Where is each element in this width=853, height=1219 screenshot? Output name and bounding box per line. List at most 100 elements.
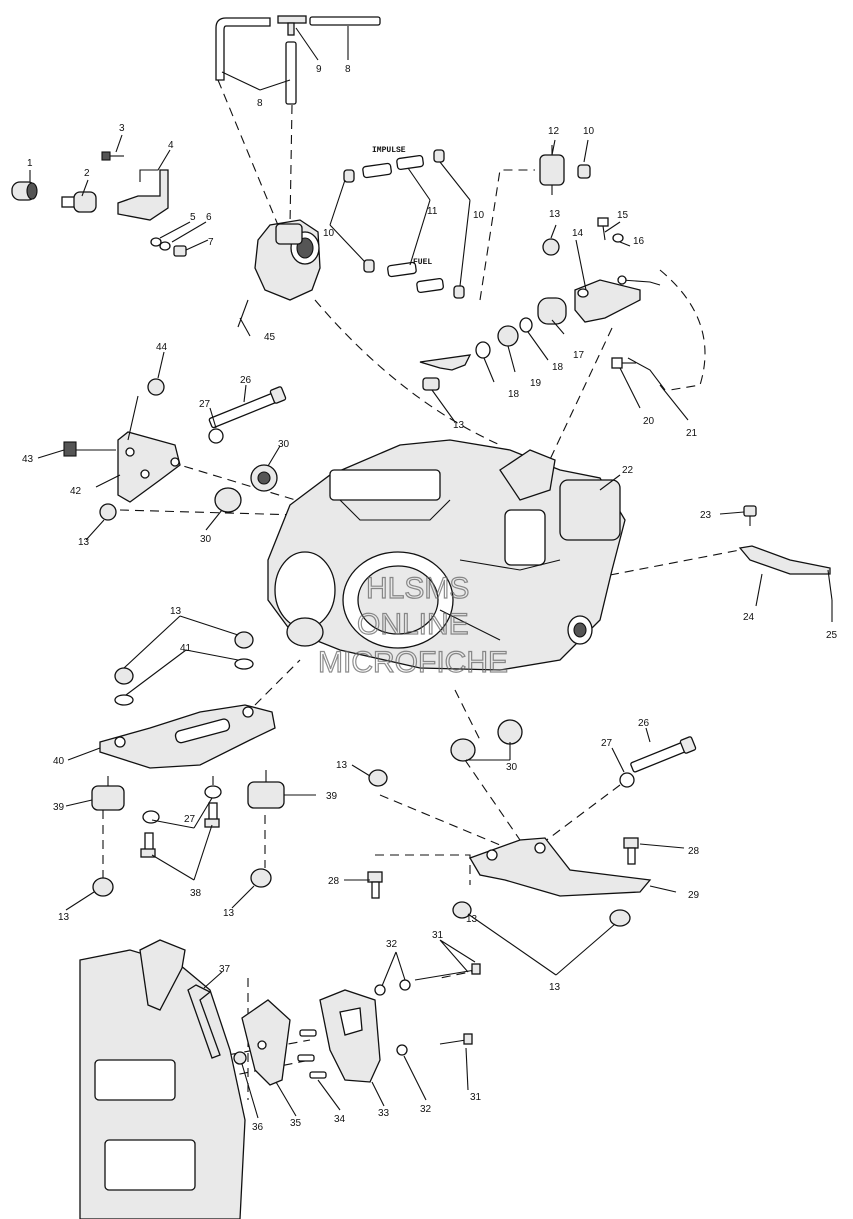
- nut-13-right-mid: [368, 769, 388, 787]
- callout-6: 6: [206, 212, 212, 223]
- callout-13-right-mid: 13: [336, 760, 348, 771]
- engine-bracket-42: [117, 431, 181, 503]
- washer-27-right: [619, 772, 635, 788]
- callout-23: 23: [700, 510, 712, 521]
- pins-34: [297, 1029, 327, 1079]
- vent-hose-elbow: [215, 17, 271, 81]
- callout-1: 1: [27, 158, 33, 169]
- callout-5: 5: [190, 212, 196, 223]
- callout-21: 21: [686, 428, 698, 439]
- bolt-23: [743, 505, 757, 526]
- carb-drain-hose: [237, 299, 249, 328]
- shift-arm-37: [187, 984, 221, 1059]
- callout-7: 7: [208, 237, 214, 248]
- callout-30-upper: 30: [278, 439, 290, 450]
- callout-4: 4: [168, 140, 174, 151]
- bolt-31-lower: [439, 1033, 473, 1045]
- shift-lever-24: [738, 545, 831, 575]
- impulse-label: IMPULSE: [372, 146, 406, 155]
- rubber-mount-39-left: [91, 776, 125, 811]
- nuts-13-lower-right: [452, 901, 631, 927]
- callout-24: 24: [743, 612, 755, 623]
- fuel-label: FUEL: [413, 258, 432, 267]
- callout-19: 19: [530, 378, 542, 389]
- carburetor: [254, 219, 321, 301]
- callout-39-left: 39: [53, 802, 65, 813]
- callout-10-left: 10: [323, 228, 335, 239]
- rubber-mount-39-right: [247, 770, 285, 809]
- nuts-13-plate: [114, 631, 254, 685]
- callout-13-top: 13: [549, 209, 561, 220]
- callout-16: 16: [633, 236, 645, 247]
- nuts-13-bottom: [92, 868, 272, 897]
- callout-26-lower: 26: [638, 718, 650, 729]
- callout-20: 20: [643, 416, 655, 427]
- vent-hose-straight-down: [285, 41, 297, 105]
- callout-27-top: 27: [199, 399, 211, 410]
- watermark-line2: ONLINE: [357, 608, 469, 641]
- bolt-28-right: [623, 837, 639, 865]
- callout-18-left: 18: [508, 389, 520, 400]
- washer-36: [233, 1051, 247, 1065]
- callout-8-left: 8: [257, 98, 263, 109]
- callout-13-left: 13: [78, 537, 90, 548]
- callout-31-lower: 31: [470, 1092, 482, 1103]
- callout-43: 43: [22, 454, 34, 465]
- bolt-31-upper: [414, 963, 481, 981]
- washers-32: [374, 979, 411, 1056]
- callout-32-upper: 32: [386, 939, 398, 950]
- ground-cable: [617, 275, 661, 286]
- callout-8-right: 8: [345, 64, 351, 75]
- shift-plate-35: [241, 999, 291, 1086]
- impulse-hose: IMPULSE: [362, 146, 424, 179]
- washer-16: [612, 233, 624, 243]
- pin-25: [827, 569, 833, 601]
- callout-3: 3: [119, 123, 125, 134]
- hose-clamps: [343, 149, 465, 299]
- vent-hose-straight-right: [309, 16, 381, 26]
- isolators-30-lower: [450, 719, 523, 762]
- mount-plate-40: [99, 704, 276, 769]
- nut-44: [147, 378, 165, 396]
- rubber-bushing: [11, 181, 38, 201]
- fuel-filter: [539, 145, 565, 195]
- mount-spacer: [61, 191, 97, 213]
- nut-13-top: [542, 238, 560, 256]
- callout-25: 25: [826, 630, 838, 641]
- callout-37: 37: [219, 964, 231, 975]
- callout-28-left: 28: [328, 876, 340, 887]
- isolator-30-upper: [250, 464, 278, 492]
- tee-fitting: [277, 15, 307, 36]
- callout-32-lower: 32: [420, 1104, 432, 1115]
- callout-leaders: [29, 26, 833, 1119]
- bracket-lower-left: [419, 354, 472, 371]
- callout-38: 38: [190, 888, 202, 899]
- callout-10-right: 10: [583, 126, 595, 137]
- callout-31-upper: 31: [432, 930, 444, 941]
- washer-27-top: [208, 428, 224, 444]
- callout-13-mid: 13: [453, 420, 465, 431]
- callout-42: 42: [70, 486, 82, 497]
- watermark-line1: HLSMS: [366, 572, 469, 605]
- bolt-28-left: [367, 871, 383, 899]
- watermark-line3: MICROFICHE: [318, 646, 508, 679]
- callout-29: 29: [688, 890, 700, 901]
- bolt-15: [597, 217, 609, 241]
- callout-33: 33: [378, 1108, 390, 1119]
- filter-clamp: [577, 164, 591, 179]
- nut-13-left: [99, 503, 117, 521]
- shift-housing-33: [319, 989, 381, 1083]
- callout-35: 35: [290, 1118, 302, 1129]
- fuel-hose: FUEL: [387, 258, 444, 294]
- callout-13-bottom-right: 13: [549, 982, 561, 993]
- isolator-17: [537, 297, 567, 325]
- isolator-30-lower: [214, 487, 242, 513]
- callout-22: 22: [622, 465, 634, 476]
- washer-flat: [150, 237, 162, 247]
- callout-13-plate: 13: [170, 606, 182, 617]
- engine-lower-partial: [79, 939, 246, 1219]
- callout-36: 36: [252, 1122, 264, 1133]
- bracket-14: [574, 279, 641, 323]
- watermark: HLSMS ONLINE MICROFICHE: [317, 571, 508, 679]
- washers-27-lower: [142, 785, 222, 824]
